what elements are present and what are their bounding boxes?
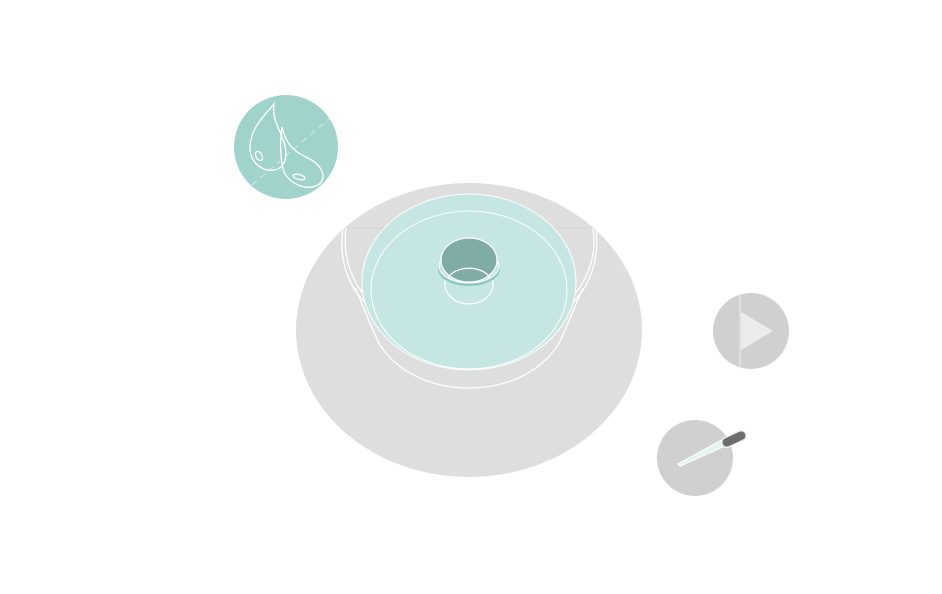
dropper-badge[interactable]	[657, 420, 748, 496]
center-cup	[438, 237, 500, 305]
water-drops-icon	[249, 101, 324, 188]
dropper-icon	[677, 429, 748, 467]
water-drops-badge[interactable]	[234, 95, 338, 199]
play-badge[interactable]	[713, 293, 789, 369]
play-icon	[741, 312, 773, 350]
